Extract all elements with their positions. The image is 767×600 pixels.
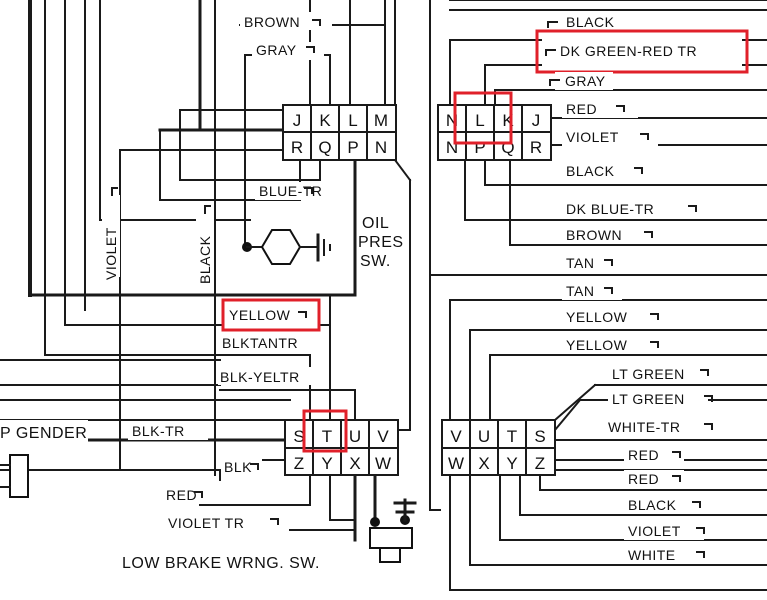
pin-x-right: X: [478, 454, 489, 473]
left-wires: [0, 0, 357, 476]
pin-q: Q: [318, 138, 331, 157]
pin-r: R: [291, 138, 303, 157]
label-violet-tr: VIOLET TR: [168, 515, 244, 531]
label-right-white: WHITE: [628, 547, 676, 563]
highlight-pin-t: [302, 409, 348, 453]
pin-s: S: [293, 427, 304, 446]
pin-r-right: R: [530, 138, 542, 157]
pin-z-right: Z: [535, 454, 545, 473]
label-right-violet-2: VIOLET: [628, 523, 681, 539]
pin-q-right: Q: [501, 138, 514, 157]
label-dk-green-red-tr: DK GREEN-RED TR: [560, 43, 697, 59]
mid-wires: [199, 294, 377, 542]
label-right-yellow-1: YELLOW: [566, 309, 628, 325]
label-brown: BROWN: [244, 14, 300, 30]
oil-switch-label-3: SW.: [360, 253, 391, 270]
label-yellow: YELLOW: [229, 307, 291, 323]
pin-y-right: Y: [506, 454, 517, 473]
label-right-black-1: BLACK: [566, 14, 615, 30]
pin-l-right: L: [475, 111, 484, 130]
label-red: RED: [166, 487, 197, 503]
pin-t-right: T: [507, 427, 517, 446]
vertical-labels: VIOLET BLACK: [102, 187, 214, 284]
label-dk-blue-tr: DK BLUE-TR: [566, 201, 654, 217]
label-black-vertical: BLACK: [197, 235, 213, 284]
label-right-red: RED: [566, 101, 597, 117]
connector-stuv: S T U V Z Y X W: [284, 409, 399, 476]
label-lt-green-2: LT GREEN: [612, 391, 685, 407]
connector-nlkj: N L K J N P Q R: [437, 91, 552, 161]
connector-vuts: V U T S W X Y Z: [441, 419, 556, 476]
connector-jklm: J K L M R Q P N: [282, 104, 397, 161]
pin-k-right: K: [502, 111, 514, 130]
label-right-black-3: BLACK: [628, 497, 677, 513]
pin-x: X: [349, 454, 360, 473]
label-right-red-1: RED: [628, 447, 659, 463]
label-blk: BLK: [224, 459, 252, 475]
pin-l: L: [348, 111, 357, 130]
pin-y: Y: [321, 454, 332, 473]
pin-w-right: W: [448, 454, 464, 473]
label-violet-vertical: VIOLET: [103, 227, 119, 280]
pin-v: V: [377, 427, 389, 446]
pin-m: M: [374, 111, 388, 130]
pin-t: T: [322, 427, 332, 446]
sender-component: [0, 454, 29, 498]
highlight-yellow: [221, 298, 321, 332]
low-brake-switch: LOW BRAKE WRNG. SW.: [122, 498, 417, 572]
label-right-brown: BROWN: [566, 227, 622, 243]
oil-switch-label-2: PRES: [358, 234, 404, 251]
label-right-red-2: RED: [628, 471, 659, 487]
label-white-tr: WHITE-TR: [608, 419, 680, 435]
mid-labels: YELLOW BLKTANTR BLK-YELTR BLK-TR BLK RED…: [0, 298, 322, 531]
pin-v-right: V: [450, 427, 462, 446]
label-low-brake-switch: LOW BRAKE WRNG. SW.: [122, 555, 320, 572]
pin-u: U: [349, 427, 361, 446]
top-labels: BROWN GRAY BLUE-TR: [240, 12, 332, 200]
label-right-gray: GRAY: [565, 73, 606, 89]
pin-j: J: [293, 111, 302, 130]
pin-p: P: [347, 138, 358, 157]
pin-p-right: P: [474, 138, 485, 157]
highlight-dk-green-red-tr: [535, 29, 749, 74]
oil-switch-label-1: OIL: [362, 215, 389, 232]
oil-pressure-switch: OIL PRES SW.: [242, 215, 404, 270]
label-left-edge: P GENDER: [0, 425, 87, 442]
label-blk-tr: BLK-TR: [132, 423, 185, 439]
label-right-violet: VIOLET: [566, 129, 619, 145]
pin-k: K: [319, 111, 331, 130]
label-right-yellow-2: YELLOW: [566, 337, 628, 353]
pin-n: N: [375, 138, 387, 157]
highlight-pin-l: [453, 91, 513, 145]
label-right-tan-1: TAN: [566, 255, 594, 271]
label-right-black-2: BLACK: [566, 163, 615, 179]
label-blk-yel-tr: BLK-YELTR: [220, 369, 300, 385]
right-top-labels: BLACK DK GREEN-RED TR GRAY RED VIOLET BL…: [535, 12, 749, 354]
label-blk-tan-tr: BLKTANTR: [222, 335, 298, 351]
pin-z: Z: [294, 454, 304, 473]
pin-j-right: J: [532, 111, 541, 130]
label-right-tan-2: TAN: [566, 283, 594, 299]
pin-u-right: U: [478, 427, 490, 446]
label-gray: GRAY: [256, 42, 297, 58]
right-bottom-labels: LT GREEN LT GREEN WHITE-TR RED RED BLACK…: [604, 364, 716, 564]
pin-w: W: [375, 454, 391, 473]
label-lt-green-1: LT GREEN: [612, 366, 685, 382]
pin-s-right: S: [534, 427, 545, 446]
